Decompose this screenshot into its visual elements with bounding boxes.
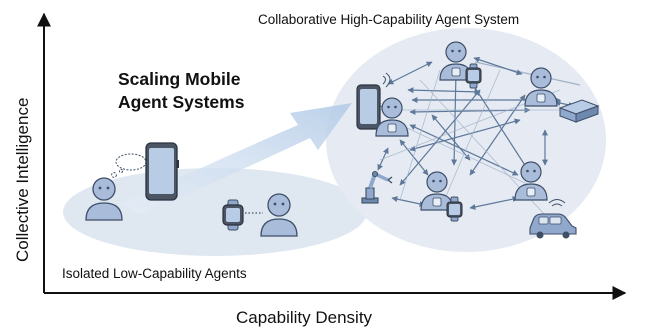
- watch-icon: [446, 196, 463, 222]
- phone-icon: [145, 142, 179, 201]
- robot-arm-icon: [361, 170, 393, 204]
- person-icon: [85, 177, 123, 221]
- scaling-arrow: [120, 103, 352, 214]
- robot-agent-icon: [514, 161, 548, 201]
- watch-icon: [465, 63, 482, 89]
- robot-agent-icon: [375, 97, 409, 137]
- y-axis-label: Collective Intelligence: [13, 98, 32, 262]
- watch-icon: [222, 199, 244, 231]
- x-axis-label: Capability Density: [236, 308, 373, 327]
- collaborative-system-title: Collaborative High-Capability Agent Syst…: [258, 12, 519, 27]
- scaling-title-line1: Scaling Mobile: [118, 69, 241, 89]
- scaling-title-line2: Agent Systems: [118, 92, 245, 112]
- isolated-agents-label: Isolated Low-Capability Agents: [62, 266, 247, 281]
- robot-agent-icon: [420, 171, 454, 211]
- phone-icon: [356, 72, 391, 130]
- thought-bubble-icon: [111, 153, 147, 178]
- robot-agent-icon: [524, 67, 558, 107]
- axes: [37, 12, 627, 300]
- router-icon: [558, 99, 600, 123]
- car-icon: [529, 199, 577, 239]
- robot-agent-icon: [439, 41, 473, 81]
- person-icon: [260, 193, 298, 237]
